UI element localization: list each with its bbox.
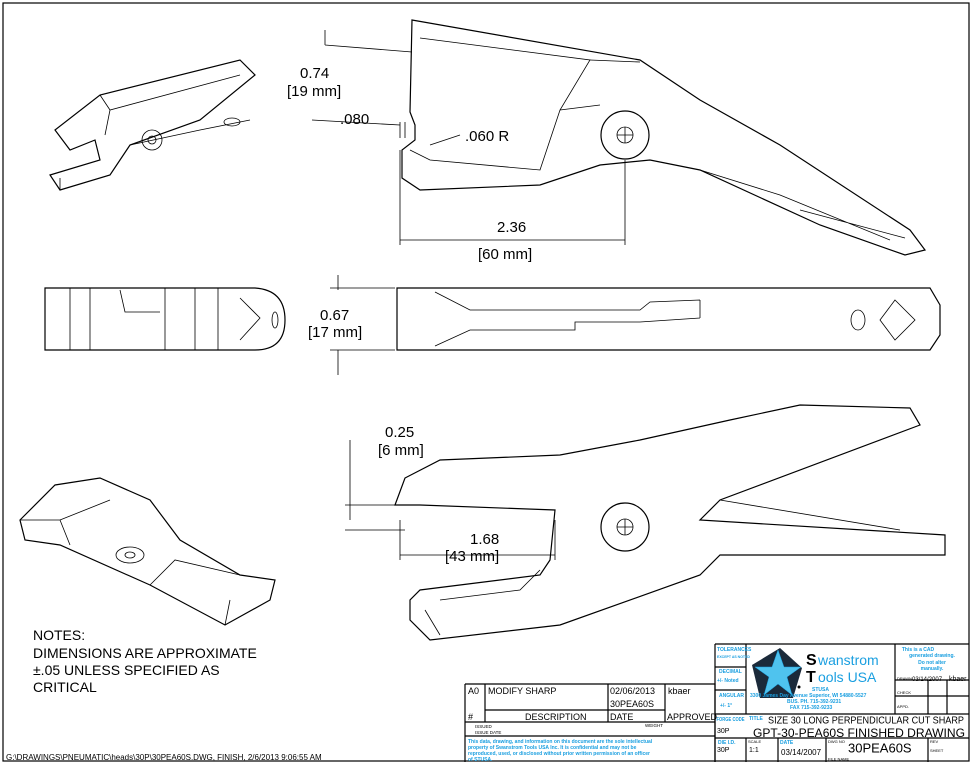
logo-t: T <box>806 669 816 686</box>
file-path: G:\DRAWINGS\PNEUMATIC\heads\30P\30PEA60S… <box>6 753 322 762</box>
company-name-2: ools USA <box>818 669 877 685</box>
rev-description: MODIFY SHARP <box>488 686 556 696</box>
angular-label: ANGULAR <box>719 693 744 699</box>
angular-value: +/- 1° <box>720 703 732 709</box>
company-name-1: wanstrom <box>817 652 879 668</box>
iso-view-bottom <box>19 477 276 626</box>
note-line: CRITICAL <box>33 679 97 695</box>
iso-view-top <box>49 59 256 191</box>
header-approved: APPROVED <box>667 712 718 722</box>
dim-top-length: 2.36 <box>497 219 526 236</box>
dim-bottom-height: 0.25 <box>385 424 414 441</box>
dim-side-height: 0.67 <box>320 307 349 324</box>
appd-label: APPD. <box>897 704 909 709</box>
scale-value: 1:1 <box>749 747 759 754</box>
cad-note: generated drawing. <box>909 653 955 659</box>
note-line: DIMENSIONS ARE APPROXIMATE <box>33 645 257 661</box>
top-view-jaw <box>401 19 927 256</box>
issue-date-label: ISSUE DATE <box>475 730 501 735</box>
drawn-by: kbaer <box>949 676 967 683</box>
tolerances-sub: EXCEPT AS NOTED <box>717 655 750 659</box>
rev-part: 30PEA60S <box>610 699 654 709</box>
top-dimensions: 0.74 [19 mm] .080 .060 R 2.36 [60 mm] <box>287 30 626 263</box>
die-label: DIE I.D. <box>718 740 736 746</box>
dwg-value: 30PEA60S <box>848 740 912 755</box>
address: 3300 James Day Avenue Superior, WI 54880… <box>750 693 867 699</box>
tolerances-label: TOLERANCES <box>717 647 752 653</box>
pivot-circle-bottom <box>600 502 650 552</box>
logo-s: S <box>806 652 817 669</box>
file-label: FILE NAME <box>828 757 849 762</box>
disclaimer-line: This data, drawing, and information on t… <box>468 739 653 745</box>
dim-bottom-height-mm: [6 mm] <box>378 442 424 459</box>
dim-side-height-mm: [17 mm] <box>308 324 362 341</box>
die-value: 30P <box>717 747 730 754</box>
dim-bottom-length: 1.68 <box>470 531 499 548</box>
title-line-2: GPT-30-PEA60S FINISHED DRAWING <box>753 726 965 740</box>
scale-label: SCALE <box>748 739 761 744</box>
fax: FAX 715-392-9233 <box>790 705 832 711</box>
drawn-label: DRAWN <box>897 676 912 681</box>
disclaimer-line: reproduced, used, or disclosed without p… <box>468 751 650 757</box>
dim-top-length-mm: [60 mm] <box>478 246 532 263</box>
notes: NOTES: DIMENSIONS ARE APPROXIMATE ±.05 U… <box>33 627 257 695</box>
decimal-value: +/- Noted <box>717 678 739 684</box>
side-view: 0.67 [17 mm] <box>308 275 941 375</box>
stusa: STUSA <box>812 687 829 693</box>
rev-number: A0 <box>468 686 479 696</box>
pivot-circle <box>600 110 650 160</box>
date-label: DATE <box>780 740 794 746</box>
drawn-date: 03/14/2007 <box>912 677 943 683</box>
sheet-label: SHEET <box>930 748 944 753</box>
dim-radius: .060 R <box>465 128 509 145</box>
header-num: # <box>468 712 473 722</box>
title-block: TOLERANCES EXCEPT AS NOTED DECIMAL +/- N… <box>714 643 969 762</box>
end-view <box>44 287 286 351</box>
check-label: CHECK <box>897 690 911 695</box>
rev-label: REV <box>930 739 939 744</box>
dim-bottom-length-mm: [43 mm] <box>445 548 499 565</box>
title-label: TITLE <box>749 716 764 722</box>
rev-date: 02/06/2013 <box>610 686 655 696</box>
dwg-label: DWG NO <box>828 739 845 744</box>
rev-approved: kbaer <box>668 686 691 696</box>
cad-note: Do not alter <box>918 660 946 666</box>
decimal-label: DECIMAL <box>719 669 742 675</box>
bottom-view-jaw: 0.25 [6 mm] 1.68 [43 mm] <box>345 404 946 641</box>
dim-top-height: 0.74 <box>300 65 329 82</box>
header-description: DESCRIPTION <box>525 712 587 722</box>
issued-label: ISSUED <box>475 724 493 729</box>
cad-note: manually. <box>921 666 944 672</box>
dim-gap: .080 <box>340 111 369 128</box>
date-value: 03/14/2007 <box>781 748 822 757</box>
forge-value: 30P <box>717 728 730 735</box>
dim-top-height-mm: [19 mm] <box>287 83 341 100</box>
forge-label: FORGE CODE <box>717 717 746 723</box>
star-logo <box>752 648 802 698</box>
title-line-1: SIZE 30 LONG PERPENDICULAR CUT SHARP <box>768 715 964 726</box>
phone: BUS. PH. 715-392-9231 <box>787 699 841 705</box>
note-line: ±.05 UNLESS SPECIFIED AS <box>33 662 220 678</box>
header-date: DATE <box>610 712 633 722</box>
cad-note: This is a CAD <box>902 647 935 653</box>
disclaimer-line: of STUSA. <box>468 757 493 763</box>
notes-heading: NOTES: <box>33 627 85 643</box>
weight-label: WEIGHT <box>645 723 663 728</box>
revision-block: A0 MODIFY SHARP 02/06/2013 kbaer 30PEA60… <box>464 683 718 763</box>
disclaimer-line: property of Swanstrom Tools USA Inc. It … <box>468 745 637 751</box>
